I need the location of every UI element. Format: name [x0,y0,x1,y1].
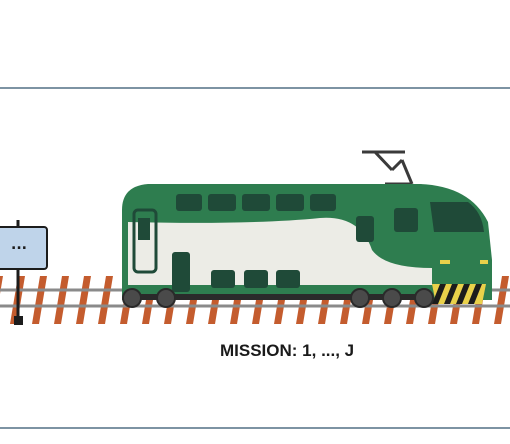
train-wheels [122,288,434,308]
track-sleeper [76,276,91,324]
track-sleeper [98,276,113,324]
train [122,184,492,308]
track-sleeper [32,276,47,324]
track-sleeper [494,276,509,324]
track-sleeper [0,276,3,294]
hazard-stripes [432,284,486,304]
sign-board [0,226,48,270]
pantograph [362,150,414,186]
mission-label: MISSION: 1, ..., J [220,341,355,360]
signpost [0,220,48,325]
sign-label: ... [11,237,27,253]
track-sleeper [54,276,69,324]
